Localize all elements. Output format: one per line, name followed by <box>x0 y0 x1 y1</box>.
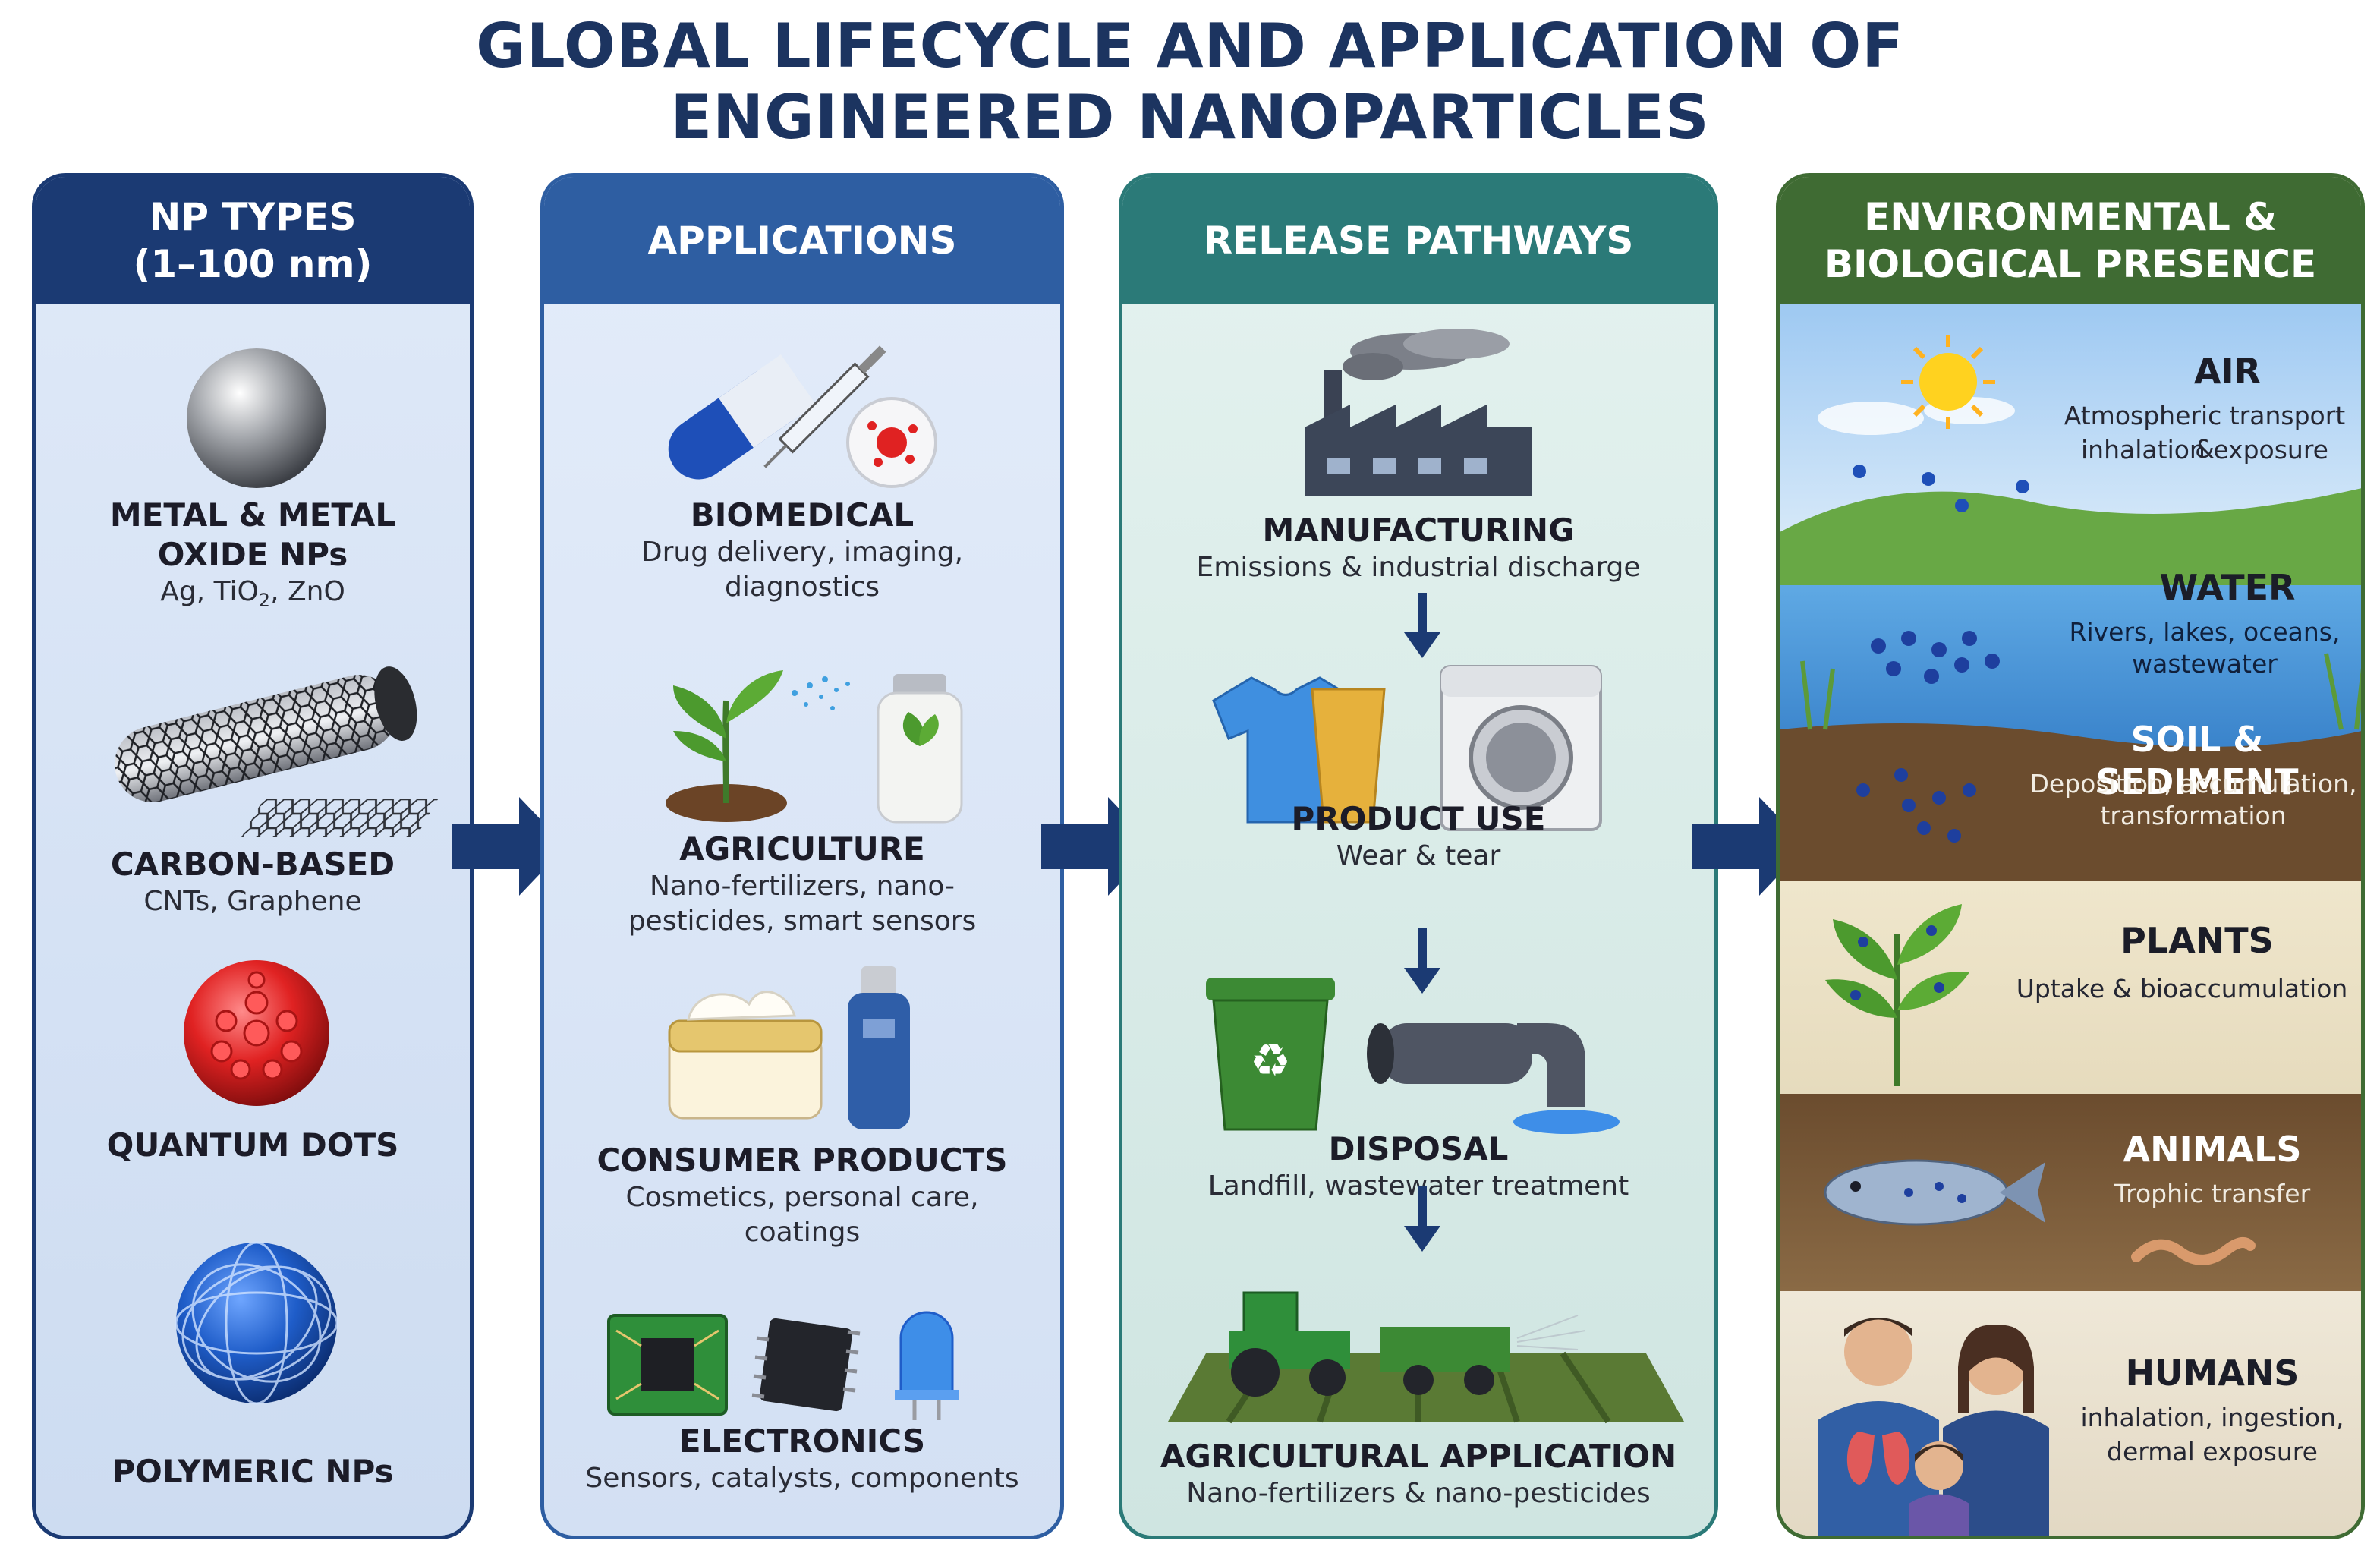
water-label: WATER <box>2159 567 2296 608</box>
np-types-header-line2: (1–100 nm) <box>133 242 373 286</box>
water-desc-line1: Rivers, lakes, oceans, <box>2069 617 2341 647</box>
product-use-label: PRODUCT USE <box>1291 800 1546 837</box>
title-line-1: GLOBAL LIFECYCLE AND APPLICATION OF <box>476 11 1904 81</box>
np-item-carbon: CARBON-BASED CNTs, Graphene <box>36 632 470 919</box>
presence-header: ENVIRONMENTAL & BIOLOGICAL PRESENCE <box>1780 177 2361 304</box>
air-desc-line1: Atmospheric transport & <box>2064 401 2346 464</box>
animals-desc: Trophic transfer <box>2114 1179 2311 1208</box>
manufacturing-label: MANUFACTURING <box>1262 512 1575 549</box>
consumer-label: CONSUMER PRODUCTS <box>597 1142 1008 1179</box>
agriculture-desc-line2: pesticides, smart sensors <box>628 906 977 937</box>
cosmetics-icon <box>668 966 910 1129</box>
np-types-header: NP TYPES (1–100 nm) <box>36 177 470 304</box>
soil-desc-line1: Deposition, accumulation, <box>2029 769 2357 799</box>
soil-label: SOIL & SEDIMENT <box>2095 719 2299 802</box>
metal-sphere-icon <box>187 348 326 488</box>
sky-water-scene <box>1780 304 2361 881</box>
release-panel: RELEASE PATHWAYS MANUFACTURING Emissions… <box>1119 173 1718 1539</box>
release-header: RELEASE PATHWAYS <box>1122 177 1714 304</box>
zone-animals: ANIMALS Trophic transfer <box>1780 1094 2361 1291</box>
applications-header-text: APPLICATIONS <box>647 219 957 263</box>
biomedical-label: BIOMEDICAL <box>690 496 915 534</box>
release-item-product-use: PRODUCT USE Wear & tear <box>1122 647 1714 874</box>
carbon-label: CARBON-BASED <box>110 846 395 883</box>
applications-panel: APPLICATIONS BIOMEDICAL Drug delivery, i… <box>540 173 1064 1539</box>
agriculture-desc-line1: Nano-fertilizers, nano- <box>649 871 955 902</box>
plants-desc: Uptake & bioaccumulation <box>2016 974 2348 1003</box>
release-item-manufacturing: MANUFACTURING Emissions & industrial dis… <box>1122 313 1714 585</box>
quantum-dot-icon <box>184 960 329 1106</box>
release-header-text: RELEASE PATHWAYS <box>1203 219 1634 263</box>
soil-desc-line2: transformation <box>2100 801 2287 830</box>
capsule-syringe-icon <box>668 345 937 488</box>
humans-desc-line2: dermal exposure <box>2107 1437 2318 1466</box>
zone-plants: PLANTS Uptake & bioaccumulation <box>1780 881 2361 1094</box>
app-item-biomedical: BIOMEDICAL Drug delivery, imaging, diagn… <box>544 329 1060 605</box>
app-item-electronics: ELECTRONICS Sensors, catalysts, componen… <box>544 1285 1060 1496</box>
np-item-metal: METAL & METAL OXIDE NPs Ag, TiO2, ZnO <box>36 329 470 618</box>
manufacturing-desc: Emissions & industrial discharge <box>1196 552 1641 583</box>
humans-label: HUMANS <box>2125 1353 2300 1394</box>
bin-pipe-icon: ♻ <box>1206 978 1620 1134</box>
down-arrow-3 <box>1404 1186 1440 1252</box>
metal-desc: Ag, TiO2, ZnO <box>160 576 345 612</box>
carbon-nanotube-icon <box>115 666 438 837</box>
consumer-desc-line2: coatings <box>744 1217 861 1248</box>
agricultural-label: AGRICULTURAL APPLICATION <box>1160 1438 1677 1475</box>
release-item-agricultural: AGRICULTURAL APPLICATION Nano-fertilizer… <box>1122 1255 1714 1511</box>
down-arrow-1 <box>1404 593 1440 658</box>
agriculture-label: AGRICULTURE <box>679 830 925 868</box>
down-arrow-2 <box>1404 928 1440 994</box>
applications-header: APPLICATIONS <box>544 177 1060 304</box>
np-item-quantum: QUANTUM DOTS <box>36 943 470 1165</box>
polymeric-label: POLYMERIC NPs <box>112 1453 394 1490</box>
carbon-desc: CNTs, Graphene <box>143 886 362 917</box>
factory-icon <box>1305 329 1532 496</box>
agricultural-desc: Nano-fertilizers & nano-pesticides <box>1186 1478 1651 1509</box>
svg-text:♻: ♻ <box>1250 1035 1291 1088</box>
electronics-desc: Sensors, catalysts, components <box>585 1463 1019 1494</box>
presence-header-line1: ENVIRONMENTAL & <box>1864 195 2277 239</box>
humans-icon <box>1818 1318 2049 1536</box>
zone-humans: HUMANS inhalation, ingestion, dermal exp… <box>1780 1291 2361 1536</box>
np-item-polymeric: POLYMERIC NPs <box>36 1224 470 1492</box>
presence-header-line2: BIOLOGICAL PRESENCE <box>1824 242 2317 286</box>
zone-air-water: AIR Atmospheric transport & inhalation e… <box>1780 304 2361 881</box>
plant-spray-icon <box>666 670 963 824</box>
chip-led-icon <box>607 1311 959 1420</box>
release-item-disposal: ♻ DISPOSAL Landfill, wastewater treatmen… <box>1122 978 1714 1204</box>
consumer-desc-line1: Cosmetics, personal care, <box>625 1182 979 1213</box>
tractor-icon <box>1168 1291 1684 1424</box>
page-title: GLOBAL LIFECYCLE AND APPLICATION OF ENGI… <box>0 11 2380 153</box>
worm-icon <box>2131 1237 2256 1265</box>
product-use-desc: Wear & tear <box>1336 840 1501 871</box>
animals-label: ANIMALS <box>2123 1129 2302 1170</box>
np-types-header-line1: NP TYPES <box>149 195 357 239</box>
biomedical-desc-line1: Drug delivery, imaging, <box>641 537 964 568</box>
quantum-label: QUANTUM DOTS <box>106 1126 399 1164</box>
plants-label: PLANTS <box>2120 920 2274 961</box>
electronics-label: ELECTRONICS <box>678 1422 926 1460</box>
app-item-agriculture: AGRICULTURE Nano-fertilizers, nano- pest… <box>544 632 1060 939</box>
fish-icon <box>1824 1159 2045 1226</box>
products-icon <box>1212 665 1602 831</box>
plant-icon <box>1825 904 1969 1086</box>
biomedical-desc-line2: diagnostics <box>724 572 880 603</box>
metal-label-line1: METAL & METAL <box>109 496 396 534</box>
np-types-panel: NP TYPES (1–100 nm) METAL & METAL OXIDE … <box>32 173 474 1539</box>
app-item-consumer: CONSUMER PRODUCTS Cosmetics, personal ca… <box>544 951 1060 1250</box>
polymer-sphere-icon <box>175 1241 338 1405</box>
water-desc-line2: wastewater <box>2132 649 2278 679</box>
metal-label-line2: OXIDE NPs <box>157 536 348 573</box>
air-label: AIR <box>2193 351 2262 392</box>
disposal-label: DISPOSAL <box>1328 1130 1509 1167</box>
title-line-2: ENGINEERED NANOPARTICLES <box>670 82 1710 153</box>
humans-desc-line1: inhalation, ingestion, <box>2080 1403 2344 1432</box>
air-desc-line2: inhalation exposure <box>2081 435 2328 465</box>
presence-panel: ENVIRONMENTAL & BIOLOGICAL PRESENCE <box>1776 173 2365 1539</box>
flow-arrow-1 <box>452 797 566 896</box>
